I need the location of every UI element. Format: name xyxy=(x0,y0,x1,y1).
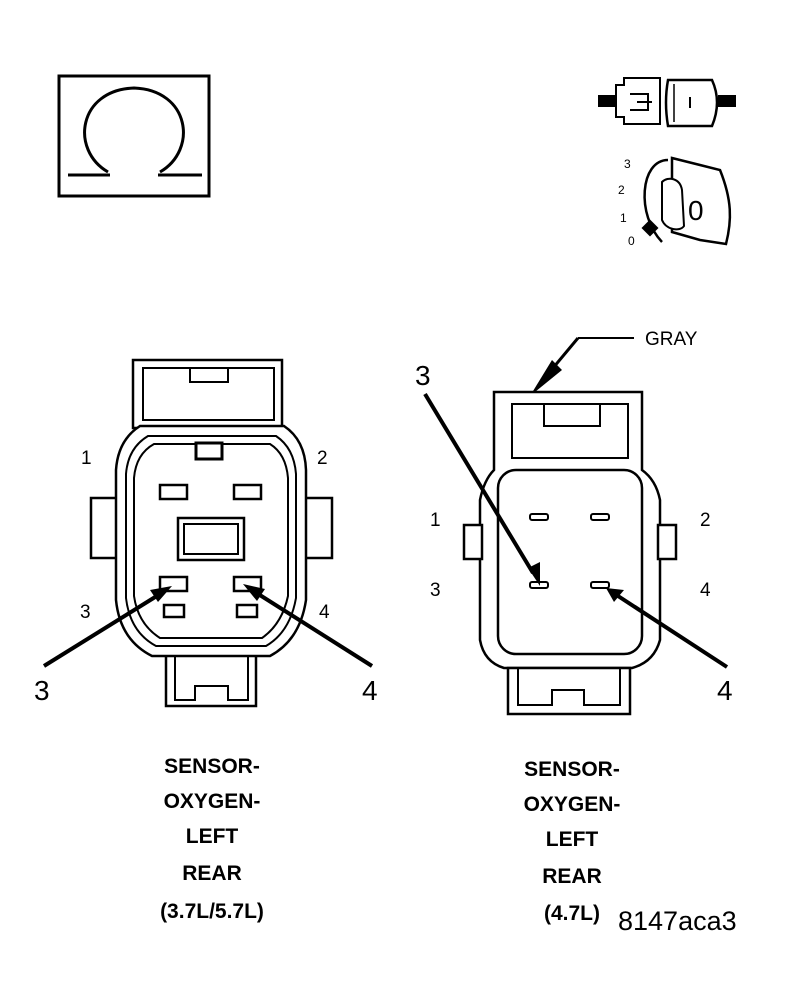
unplugged-connector-icon xyxy=(598,77,736,128)
left-callout-arrow-4 xyxy=(243,584,374,668)
right-pin-label-1: 1 xyxy=(430,510,441,531)
figure-id: 8147aca3 xyxy=(618,906,737,936)
left-pin-label-4: 4 xyxy=(319,602,330,623)
left-pin-label-3: 3 xyxy=(80,602,91,623)
gray-color-label: GRAY xyxy=(645,329,698,350)
right-callout-label-3: 3 xyxy=(415,360,431,391)
right-caption-line-2: OXYGEN- xyxy=(524,793,621,816)
right-callout-arrow-4 xyxy=(606,588,729,669)
right-caption: SENSOR- OXYGEN- LEFT REAR (4.7L) xyxy=(524,758,621,925)
ignition-key-off-icon: 3 2 1 0 0 xyxy=(618,156,732,248)
left-pin-label-2: 2 xyxy=(317,448,328,469)
right-caption-line-1: SENSOR- xyxy=(524,758,620,781)
left-caption-line-3: LEFT xyxy=(186,825,239,848)
left-callout-label-4: 4 xyxy=(362,675,378,706)
left-connector: 1 2 3 4 3 4 xyxy=(34,358,378,708)
ignition-position-2: 2 xyxy=(618,183,625,197)
right-pin-label-4: 4 xyxy=(700,580,711,601)
left-pin-label-1: 1 xyxy=(81,448,92,469)
left-caption-line-1: SENSOR- xyxy=(164,755,260,778)
right-connector: GRAY 1 2 3 4 3 4 xyxy=(415,329,733,716)
right-caption-line-5: (4.7L) xyxy=(544,902,600,925)
left-callout-arrow-3 xyxy=(42,586,172,668)
left-caption-line-5: (3.7L/5.7L) xyxy=(160,900,264,923)
right-callout-arrow-3 xyxy=(423,392,540,586)
left-caption-line-2: OXYGEN- xyxy=(164,790,261,813)
ignition-position-3: 3 xyxy=(624,157,631,171)
right-caption-line-4: REAR xyxy=(542,865,602,888)
ignition-key-label: 0 xyxy=(688,195,704,226)
right-pin-label-2: 2 xyxy=(700,510,711,531)
left-caption-line-4: REAR xyxy=(182,862,242,885)
right-pin-label-3: 3 xyxy=(430,580,441,601)
ohm-symbol-icon xyxy=(57,74,211,198)
ignition-position-0: 0 xyxy=(628,234,635,248)
left-callout-label-3: 3 xyxy=(34,675,50,706)
gray-leader-arrow xyxy=(530,337,634,396)
ignition-position-1: 1 xyxy=(620,211,627,225)
right-caption-line-3: LEFT xyxy=(546,828,599,851)
right-callout-label-4: 4 xyxy=(717,675,733,706)
left-caption: SENSOR- OXYGEN- LEFT REAR (3.7L/5.7L) xyxy=(160,755,264,923)
